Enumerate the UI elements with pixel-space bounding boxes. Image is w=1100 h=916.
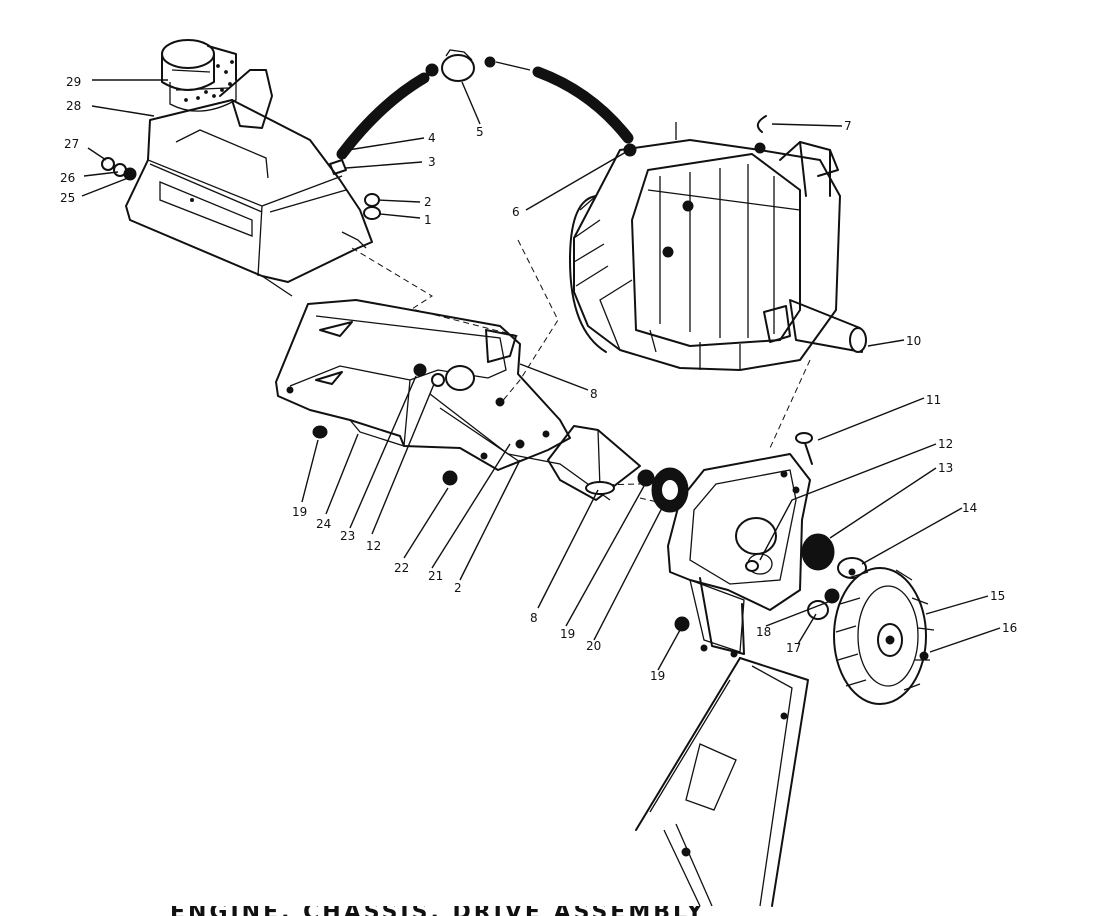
callout-6: 6 [512, 205, 520, 219]
engine [569, 122, 867, 371]
callout-8-mid: 8 [530, 611, 538, 625]
callout-7: 7 [844, 119, 852, 133]
callout-23: 23 [340, 529, 355, 543]
callout-4: 4 [428, 131, 436, 145]
callout-8-top: 8 [590, 387, 598, 401]
washer-stack [101, 157, 137, 181]
clip [756, 115, 767, 133]
callout-13: 13 [938, 461, 953, 475]
callout-labels: 29 28 27 26 25 4 3 2 1 5 6 7 10 8 11 12 … [60, 75, 1017, 683]
chassis-hardware [312, 363, 458, 486]
gear-housing [667, 453, 811, 658]
callout-25: 25 [60, 191, 75, 205]
callout-17: 17 [786, 641, 801, 655]
diagram-title: ENGINE, CHASSIS, DRIVE ASSEMBLY [170, 906, 890, 916]
fuel-tank [125, 69, 373, 297]
drive-wheel [833, 567, 935, 705]
callout-20: 20 [586, 639, 601, 653]
callout-10: 10 [906, 334, 921, 348]
diagram-title-text: ENGINE, CHASSIS, DRIVE ASSEMBLY [170, 906, 706, 916]
fuel-line-assembly [329, 49, 637, 175]
tank-fittings [363, 193, 381, 220]
lower-nut [674, 616, 690, 632]
callout-5: 5 [476, 125, 484, 139]
callout-21: 21 [428, 569, 443, 583]
callout-26: 26 [60, 171, 75, 185]
filler-cap [161, 39, 237, 112]
handle-tube [635, 657, 809, 907]
callout-12-left: 12 [366, 539, 381, 553]
callout-29: 29 [66, 75, 81, 89]
callout-12-right: 12 [938, 437, 953, 451]
callout-1: 1 [424, 213, 432, 227]
leader-lines [81, 79, 1001, 671]
callout-3: 3 [428, 155, 436, 169]
callout-27: 27 [64, 137, 79, 151]
callout-2-lower: 2 [454, 581, 462, 595]
chassis-plate [275, 299, 611, 501]
callout-16: 16 [1002, 621, 1017, 635]
callout-2: 2 [424, 195, 432, 209]
callout-19-bottom: 19 [650, 669, 665, 683]
callout-19-left: 19 [292, 505, 307, 519]
callout-28: 28 [66, 99, 81, 113]
callout-18: 18 [756, 625, 771, 639]
callout-19-mid: 19 [560, 627, 575, 641]
callout-15: 15 [990, 589, 1005, 603]
callout-11: 11 [926, 393, 941, 407]
callout-22: 22 [394, 561, 409, 575]
callout-24: 24 [316, 517, 331, 531]
callout-14: 14 [962, 501, 977, 515]
